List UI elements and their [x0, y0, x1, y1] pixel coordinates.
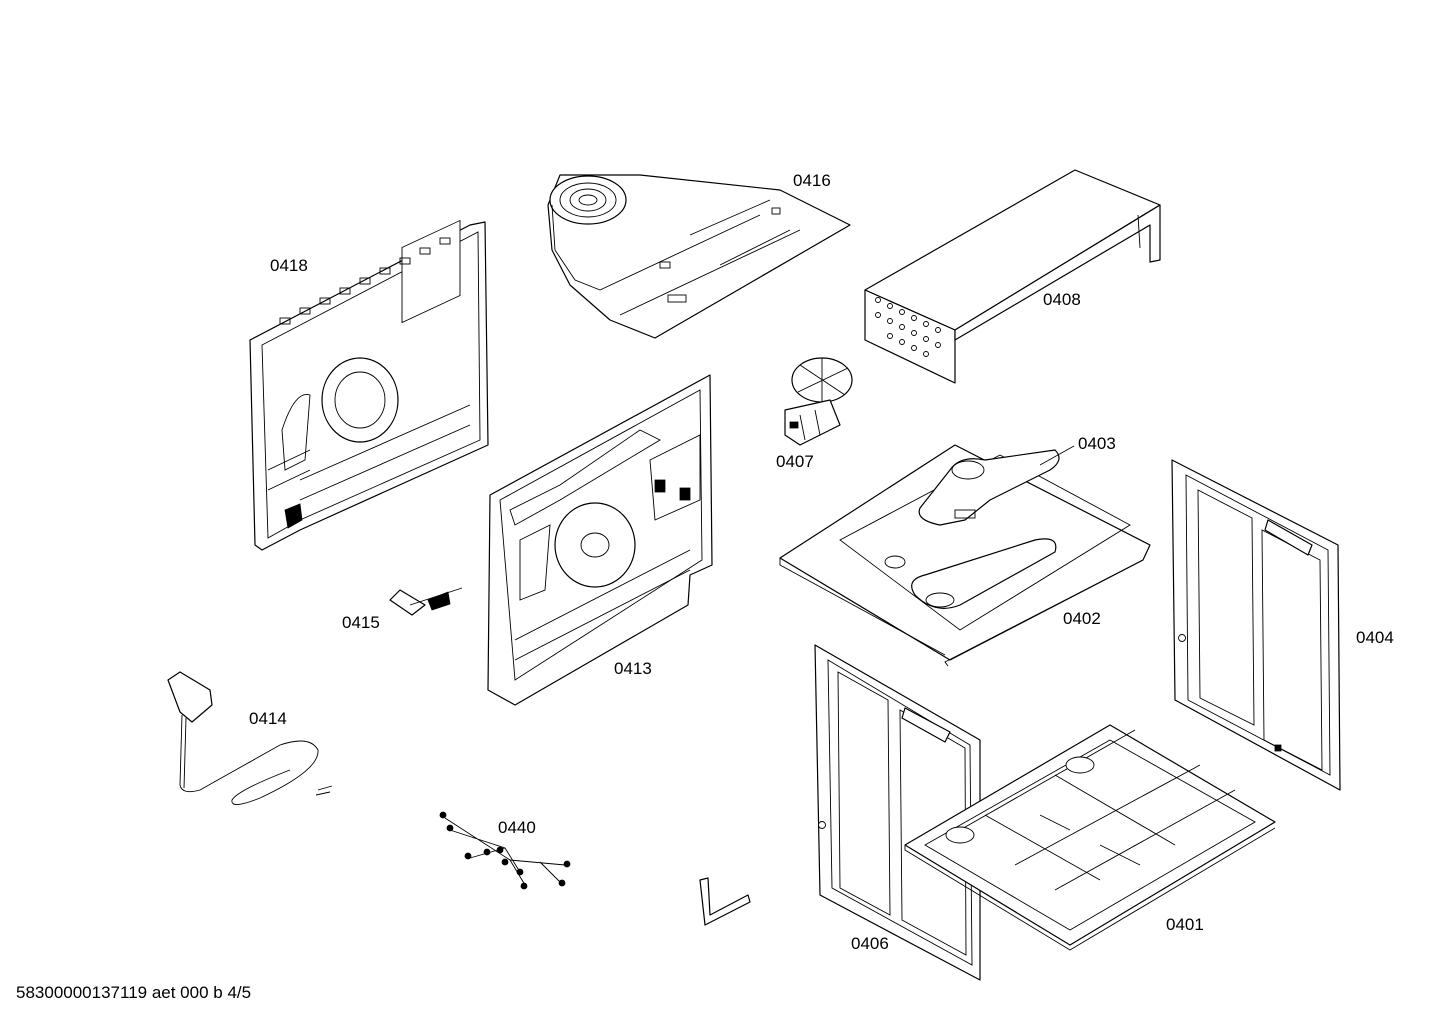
part-0403-duct-plate: [884, 449, 1060, 609]
label-0403: 0403: [1078, 434, 1116, 453]
part-0440-wiring-harness: [439, 811, 571, 890]
label-0440: 0440: [498, 818, 536, 837]
label-0418: 0418: [270, 256, 308, 275]
part-0416-fan-housing: [547, 174, 851, 339]
label-0401: 0401: [1166, 915, 1204, 934]
label-0404: 0404: [1356, 628, 1394, 647]
label-0402: 0402: [1063, 609, 1101, 628]
part-0406-side-panel-left: [814, 644, 981, 981]
label-0416: 0416: [793, 171, 831, 190]
drawing-code: 58300000137119 aet 000 b 4/5: [16, 983, 251, 1002]
label-0414: 0414: [249, 709, 287, 728]
label-0413: 0413: [614, 659, 652, 678]
part-0401-base-frame: [904, 724, 1276, 951]
part-0415-sensor: [389, 587, 463, 616]
part-0418-rear-panel: [249, 219, 489, 551]
part-0408-top-cover: [864, 169, 1161, 384]
label-0406: 0406: [851, 934, 889, 953]
part-0414-mains-cable: [167, 671, 333, 805]
label-0415: 0415: [342, 613, 380, 632]
part-0407-fan-motor: [784, 357, 853, 446]
label-0407: 0407: [776, 452, 814, 471]
part-0413-inner-rear-wall: [487, 374, 713, 706]
part-0404-side-panel-right: [1171, 459, 1341, 791]
label-0408: 0408: [1043, 290, 1081, 309]
part-angle-bracket: [699, 877, 751, 926]
